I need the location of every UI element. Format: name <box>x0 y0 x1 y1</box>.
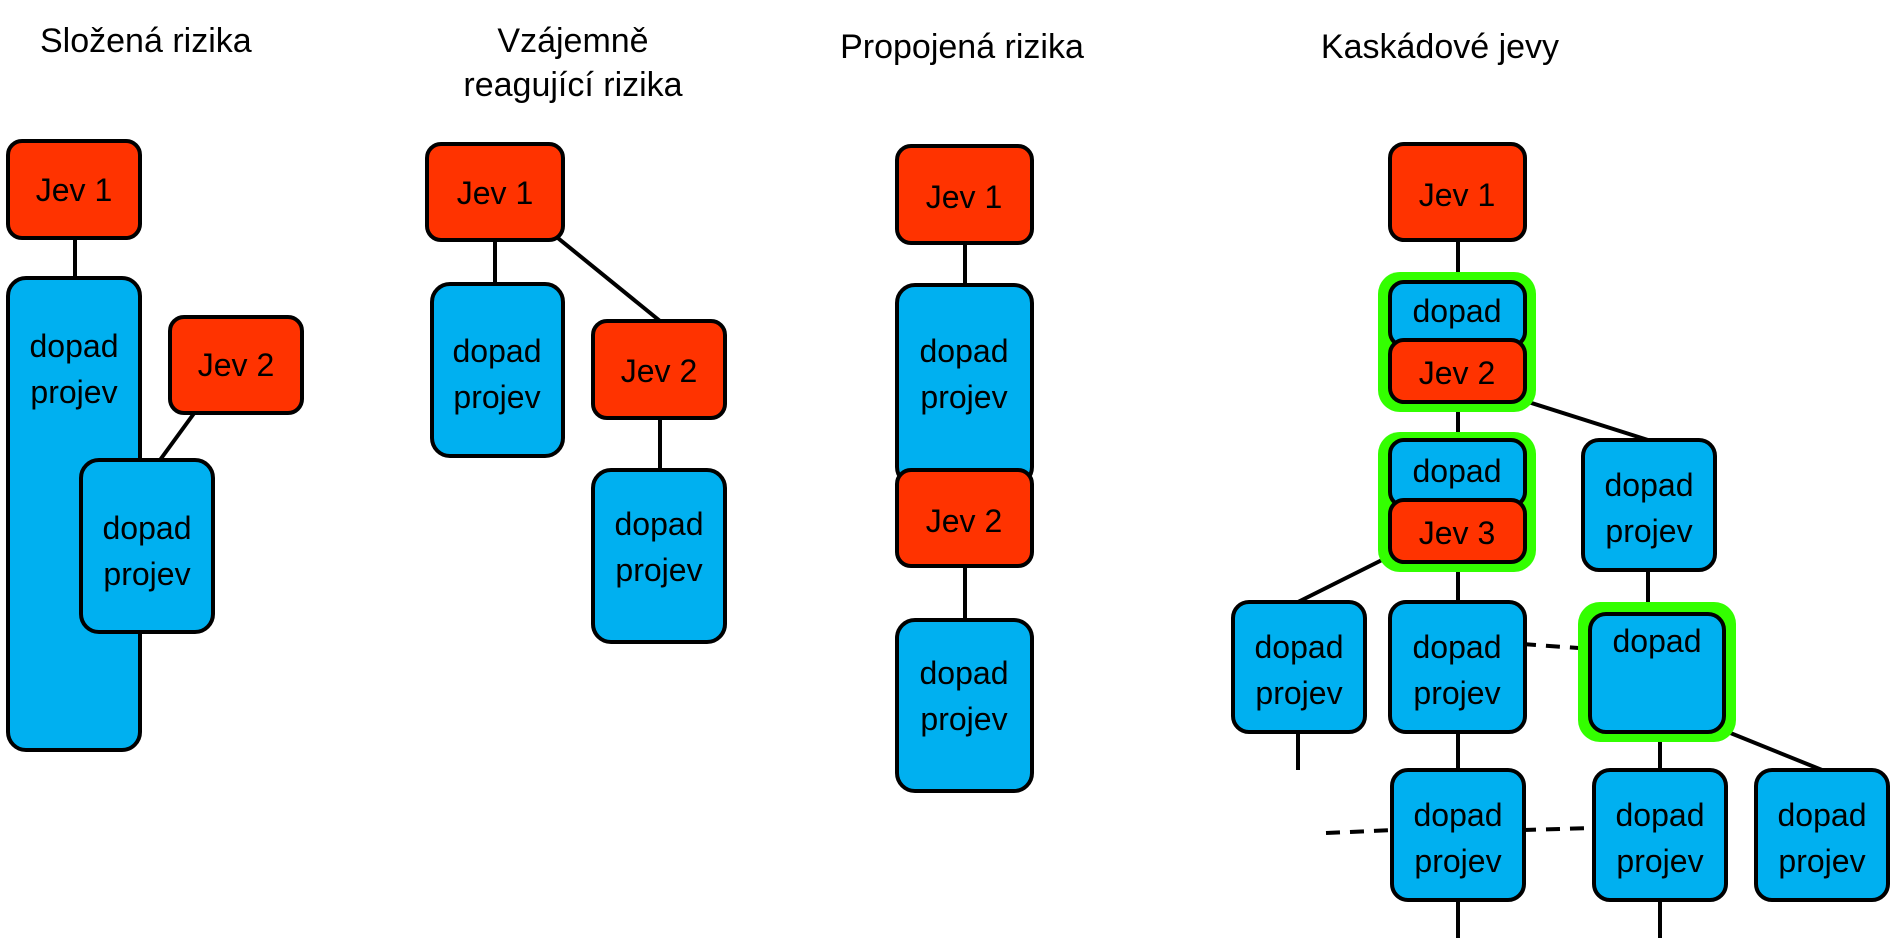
impact-label: dopad <box>1413 293 1502 329</box>
impact-box <box>1754 768 1890 902</box>
section-interconnected-risks: Jev 1 dopad projev Jev 2 dopad projev <box>895 144 1034 793</box>
connector-line <box>1722 728 1823 772</box>
manifestation-label: projev <box>1616 843 1703 879</box>
impact-box <box>430 282 565 458</box>
dashed-connector <box>1521 826 1595 832</box>
impact-label: dopad <box>920 333 1009 369</box>
impact-label: dopad <box>103 510 192 546</box>
event-label-jev1: Jev 1 <box>36 172 112 208</box>
dashed-connector <box>1325 828 1395 835</box>
section-cascading-events: Jev 1 dopad Jev 2 dopad Jev 3 dopad proj… <box>1231 142 1890 902</box>
manifestation-label: projev <box>1778 843 1865 879</box>
impact-label: dopad <box>1413 629 1502 665</box>
event-label-jev3: Jev 3 <box>1419 515 1495 551</box>
connector-line <box>1521 398 1649 442</box>
title-interacting-risks-line1: Vzájemně <box>497 22 648 60</box>
event-label-jev1: Jev 1 <box>1419 177 1495 213</box>
connector-line <box>158 410 197 462</box>
impact-label: dopad <box>1613 623 1702 659</box>
impact-box <box>1388 600 1527 734</box>
section-compound-risks: dopad projev Jev 1 Jev 2 dopad projev <box>6 139 304 752</box>
connectors <box>73 228 1823 938</box>
manifestation-label: projev <box>1413 675 1500 711</box>
title-cascading-events: Kaskádové jevy <box>1321 28 1559 66</box>
impact-label: dopad <box>920 655 1009 691</box>
manifestation-label: projev <box>30 374 117 410</box>
impact-label: dopad <box>1255 629 1344 665</box>
manifestation-label: projev <box>615 552 702 588</box>
event-box-jev1 <box>1388 142 1527 242</box>
event-label-jev2: Jev 2 <box>198 347 274 383</box>
event-label-jev2: Jev 2 <box>1419 355 1495 391</box>
manifestation-label: projev <box>1414 843 1501 879</box>
impact-label: dopad <box>1778 797 1867 833</box>
title-interconnected-risks: Propojená rizika <box>840 28 1084 66</box>
impact-box <box>1592 768 1728 902</box>
connector-line <box>546 228 662 323</box>
title-interacting-risks-line2: reagující rizika <box>463 66 682 104</box>
manifestation-label: projev <box>920 379 1007 415</box>
connector-line <box>1297 553 1393 604</box>
event-box-jev1 <box>425 142 565 242</box>
impact-label: dopad <box>1414 797 1503 833</box>
event-box-jev2 <box>591 319 727 420</box>
event-label-jev2: Jev 2 <box>621 353 697 389</box>
title-compound-risks: Složená rizika <box>40 22 252 60</box>
manifestation-label: projev <box>1255 675 1342 711</box>
event-box-jev2 <box>1388 338 1527 404</box>
impact-label: dopad <box>1413 453 1502 489</box>
manifestation-label: projev <box>103 556 190 592</box>
event-box-jev2 <box>168 315 304 415</box>
impact-box <box>895 618 1034 793</box>
impact-box <box>1231 600 1367 734</box>
event-box-jev3 <box>1388 498 1527 564</box>
event-label-jev1: Jev 1 <box>926 179 1002 215</box>
event-label-jev1: Jev 1 <box>457 175 533 211</box>
manifestation-label: projev <box>453 379 540 415</box>
manifestation-label: projev <box>920 701 1007 737</box>
impact-label: dopad <box>30 328 119 364</box>
event-label-jev2: Jev 2 <box>926 503 1002 539</box>
impact-box <box>1581 438 1717 572</box>
impact-box <box>79 458 215 634</box>
impact-box <box>1390 768 1526 902</box>
event-box-jev1 <box>6 139 142 240</box>
section-interacting-risks: Jev 1 dopad projev Jev 2 dopad projev <box>425 142 727 644</box>
impact-label: dopad <box>453 333 542 369</box>
impact-label: dopad <box>1616 797 1705 833</box>
impact-label: dopad <box>615 506 704 542</box>
impact-label: dopad <box>1605 467 1694 503</box>
event-box-jev2 <box>895 468 1034 568</box>
event-box-jev1 <box>895 144 1034 245</box>
impact-box <box>1588 612 1726 734</box>
manifestation-label: projev <box>1605 513 1692 549</box>
impact-box <box>591 468 727 644</box>
